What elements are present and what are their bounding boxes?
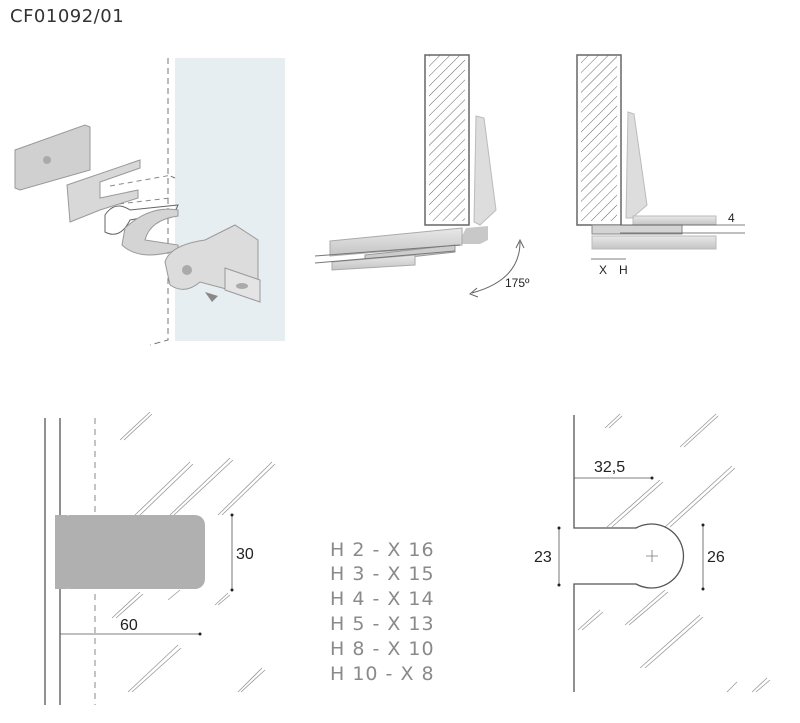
screw-stud [43, 156, 51, 164]
fixing-screw [205, 292, 218, 302]
hinge-arm [473, 115, 497, 226]
product-code-title: CF01092/01 [10, 6, 125, 27]
table-row: H 8 - X 10 [330, 638, 435, 660]
table-row: H 3 - X 15 [330, 563, 435, 585]
front-dimension-view: 30 60 [44, 411, 276, 705]
closed-position-view: 4 X H [576, 54, 745, 277]
x-dimension-label: X [599, 263, 607, 277]
cover-plate [14, 124, 91, 191]
hinge-plate-front [60, 515, 205, 589]
glass-section [581, 55, 617, 221]
center-mark [646, 550, 658, 562]
depth-dimension-label: 32,5 [594, 459, 625, 476]
table-row: H 5 - X 13 [330, 613, 435, 635]
h-dimension-label: H [619, 263, 628, 277]
glass-section [429, 55, 465, 221]
diameter-dimension-label: 26 [707, 549, 725, 566]
height-dimension-label: 30 [236, 546, 254, 563]
rotation-arrow [471, 241, 521, 294]
slot-width-dimension-label: 23 [534, 549, 552, 566]
glass-cutout-view: 32,5 23 26 [534, 413, 771, 693]
hinge-arm [625, 111, 648, 219]
adjustment-table: H 2 - X 16 H 3 - X 15 H 4 - X 14 H 5 - X… [330, 539, 435, 685]
u-gasket [121, 208, 179, 256]
table-row: H 2 - X 16 [330, 539, 435, 561]
exploded-assembly-view [14, 58, 285, 346]
open-angle-label: 175º [505, 276, 530, 290]
hinge-plate-upper [329, 227, 463, 257]
base-plate [591, 235, 717, 250]
table-row: H 4 - X 14 [330, 588, 435, 610]
offset-dimension-label: 4 [728, 211, 735, 225]
table-row: H 10 - X 8 [330, 663, 435, 685]
width-dimension-label: 60 [120, 617, 138, 634]
cutout-outline [573, 415, 685, 692]
hinge-plate-lower [331, 254, 416, 271]
glass-hatch-marks [111, 411, 276, 693]
gasket-plate [66, 159, 141, 223]
open-position-view: 175º [314, 54, 530, 298]
glass-hatch-marks [577, 413, 771, 693]
glass-panel [175, 58, 285, 341]
